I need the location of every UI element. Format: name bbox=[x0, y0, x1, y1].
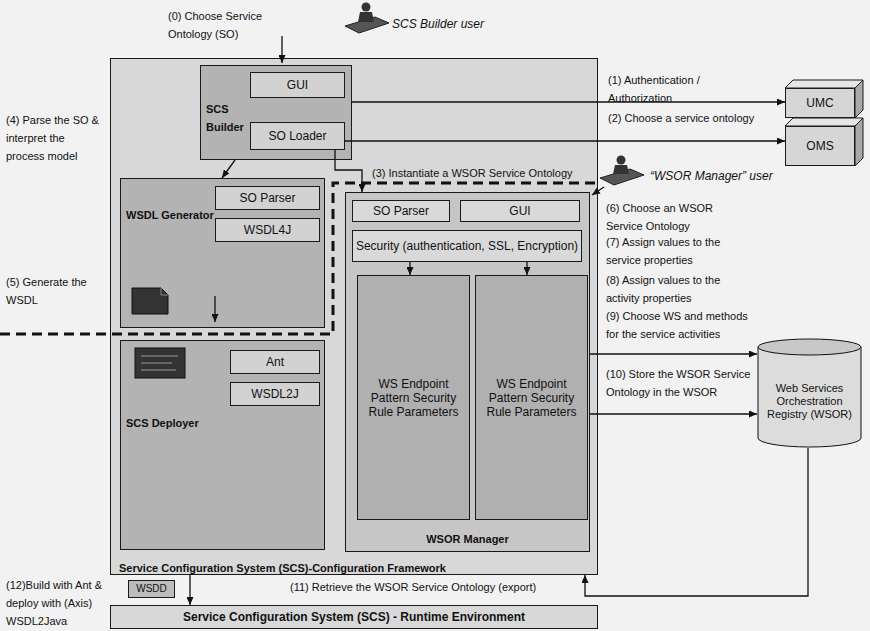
step-arrow bbox=[281, 36, 282, 63]
box-label: Ant bbox=[266, 355, 284, 369]
box-title: WSOR Manager bbox=[426, 533, 509, 545]
label-holder: (9) Choose WS and methods for the servic… bbox=[606, 306, 751, 342]
box-label: UMC bbox=[806, 96, 833, 110]
box-label: WS Endpoint Pattern Security Rule Parame… bbox=[358, 377, 469, 419]
box-label: Security (authentication, SSL, Encryptio… bbox=[356, 239, 578, 253]
box-label: GUI bbox=[509, 204, 530, 218]
deployer-icon bbox=[135, 348, 185, 378]
parameter-box: WS Endpoint Pattern Security Rule Parame… bbox=[357, 275, 470, 520]
box-title: SCS Builder bbox=[206, 103, 244, 133]
step-label: (11) Retrieve the WSOR Service Ontology … bbox=[290, 581, 536, 593]
label-holder: (8) Assign values to the activity proper… bbox=[606, 270, 751, 306]
label-holder: (3) Instantiate a WSOR Service Ontology bbox=[372, 163, 573, 181]
registry-cylinder: Web Services Orchestration Registry (WSO… bbox=[757, 338, 862, 448]
label-holder: (6) Choose an WSOR Service Ontology bbox=[606, 198, 751, 234]
connector-arrow bbox=[352, 101, 785, 102]
server-box: OMS bbox=[785, 126, 855, 166]
cylinder-body bbox=[758, 347, 861, 447]
label-holder: (10) Store the WSOR Service Ontology in … bbox=[606, 364, 751, 400]
server-box: UMC bbox=[785, 88, 855, 118]
text-holder: WSOR Manager bbox=[346, 529, 589, 547]
step-label: (4) Parse the SO & interpret the process… bbox=[6, 114, 99, 162]
module-box: WSDL4J bbox=[215, 218, 320, 242]
step-arrow bbox=[592, 187, 604, 195]
runtime-box: Service Configuration System (SCS) - Run… bbox=[110, 605, 598, 629]
step-label: (0) Choose Service Ontology (SO) bbox=[168, 10, 262, 40]
box-label: SO Loader bbox=[268, 129, 326, 143]
step-label: (1) Authentication / Authorization bbox=[608, 74, 700, 104]
file-icon: WSDD bbox=[128, 580, 175, 598]
dashed-boundary bbox=[0, 183, 596, 334]
label-holder: (2) Choose a service ontology bbox=[608, 108, 758, 126]
component-box: SCS Deployer AntWSDL2J bbox=[120, 340, 325, 550]
user-icon bbox=[600, 156, 644, 186]
component-box: WSDL Generator SO ParserWSDL4J bbox=[120, 178, 325, 328]
label-holder: (1) Authentication / Authorization bbox=[608, 70, 758, 106]
wsdl-document-icon bbox=[132, 288, 168, 314]
label-holder: (5) Generate the WSDL bbox=[6, 272, 106, 308]
step-label: (7) Assign values to the service propert… bbox=[606, 236, 720, 266]
connector-arrow bbox=[222, 160, 235, 178]
module-box: WSDL2J bbox=[230, 382, 320, 406]
label-holder: (12)Build with Ant & deploy with (Axis) … bbox=[6, 575, 108, 629]
framework-box: Service Configuration System (SCS)-Confi… bbox=[110, 58, 598, 575]
label-holder: (4) Parse the SO & interpret the process… bbox=[6, 110, 106, 164]
connector-arrow bbox=[345, 140, 785, 141]
connector-arrow bbox=[585, 448, 808, 596]
component-box: SCS Builder GUI SO Loader bbox=[200, 65, 352, 160]
step-label: (12)Build with Ant & deploy with (Axis) … bbox=[6, 579, 102, 627]
connector-arrow bbox=[409, 262, 410, 275]
step-label: (3) Instantiate a WSOR Service Ontology bbox=[372, 167, 573, 179]
box-title: Service Configuration System (SCS) - Run… bbox=[183, 610, 525, 624]
connector-arrow bbox=[590, 353, 757, 354]
label-holder: “WSOR Manager” user bbox=[650, 166, 773, 184]
text-holder: SCS Deployer bbox=[126, 413, 214, 431]
parameter-box: WS Endpoint Pattern Security Rule Parame… bbox=[475, 275, 588, 520]
step-label: “WSOR Manager” user bbox=[650, 169, 773, 183]
connector-arrow bbox=[189, 575, 190, 605]
module-box: Ant bbox=[230, 350, 320, 374]
label-holder: (7) Assign values to the service propert… bbox=[606, 232, 751, 268]
step-label: (10) Store the WSOR Service Ontology in … bbox=[606, 368, 750, 398]
box-label: WS Endpoint Pattern Security Rule Parame… bbox=[476, 377, 587, 419]
connector-arrow bbox=[590, 413, 757, 414]
text-holder: WSDL Generator bbox=[126, 205, 214, 223]
component-box: WSOR Manager SO Parser GUI Security (authen… bbox=[345, 192, 590, 552]
box-label: WSDL4J bbox=[244, 223, 291, 237]
step-label: (5) Generate the WSDL bbox=[6, 276, 87, 306]
step-label: (6) Choose an WSOR Service Ontology bbox=[606, 202, 713, 232]
module-box: Security (authentication, SSL, Encryptio… bbox=[352, 230, 582, 262]
box-label: WSDD bbox=[136, 583, 167, 595]
text-holder: Service Configuration System (SCS)-Confi… bbox=[119, 558, 446, 576]
box-3d-faces bbox=[785, 80, 863, 166]
box-title: WSDL Generator bbox=[126, 209, 214, 221]
box-title: Service Configuration System (SCS)-Confi… bbox=[119, 562, 446, 574]
step-label: SCS Builder user bbox=[392, 17, 484, 31]
step-label: (8) Assign values to the activity proper… bbox=[606, 274, 720, 304]
box-label: OMS bbox=[806, 139, 833, 153]
module-box: SO Parser bbox=[215, 186, 320, 210]
box-label: WSDL2J bbox=[251, 387, 298, 401]
box-label: SO Parser bbox=[373, 204, 429, 218]
connector-arrow bbox=[526, 262, 527, 275]
step-label: (9) Choose WS and methods for the servic… bbox=[606, 310, 748, 340]
module-box: GUI bbox=[250, 72, 345, 98]
user-icon bbox=[345, 3, 389, 34]
label-holder: (0) Choose Service Ontology (SO) bbox=[168, 6, 286, 42]
cylinder-top bbox=[758, 339, 861, 355]
box-label: SO Parser bbox=[239, 191, 295, 205]
label-holder: SCS Builder user bbox=[392, 14, 484, 32]
box-title: SCS Deployer bbox=[126, 417, 199, 429]
connector-arrow bbox=[335, 150, 362, 192]
step-label: (2) Choose a service ontology bbox=[608, 112, 754, 124]
module-box: SO Parser bbox=[352, 200, 450, 222]
box-label: GUI bbox=[287, 78, 308, 92]
text-holder: SCS Builder bbox=[206, 99, 252, 135]
step-arrow bbox=[214, 296, 215, 322]
module-box: SO Loader bbox=[250, 122, 345, 150]
module-box: GUI bbox=[460, 200, 580, 222]
label-holder: (11) Retrieve the WSOR Service Ontology … bbox=[290, 577, 536, 595]
box-label: Web Services Orchestration Registry (WSO… bbox=[757, 382, 862, 421]
